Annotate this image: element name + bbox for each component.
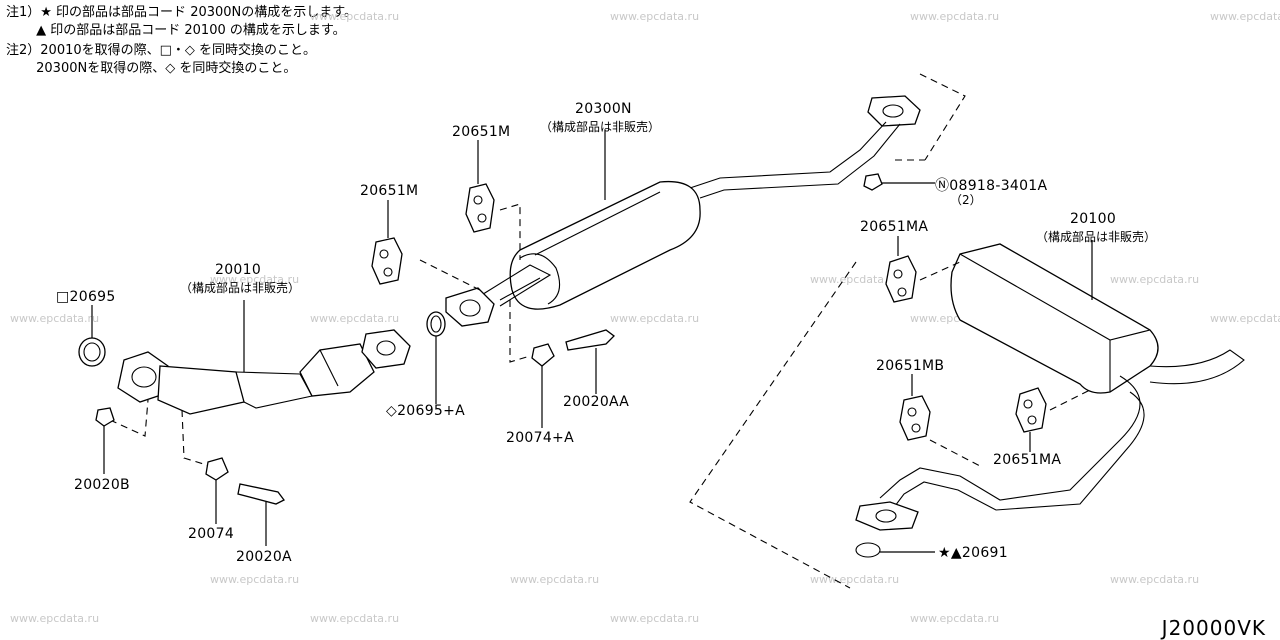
nut-08918	[863, 173, 935, 191]
note-1: 注1）★ 印の部品は部品コード 20300Nの構成を示します。	[6, 5, 357, 20]
stud-20020aa	[565, 329, 615, 394]
hanger-20651m-lower	[371, 237, 403, 285]
note-2: ▲ 印の部品は部品コード 20100 の構成を示します。	[6, 23, 346, 38]
watermark: www.epcdata.ru	[10, 312, 100, 325]
center-muffler	[509, 180, 701, 310]
nut-20020b	[95, 407, 115, 474]
hanger-20651mb	[899, 374, 931, 441]
watermark: www.epcdata.ru	[1210, 10, 1280, 23]
center-inlet-flange	[445, 287, 495, 327]
dash-line	[919, 261, 961, 281]
dash-boundary	[689, 261, 857, 589]
label-20691: ★▲20691	[938, 545, 1008, 561]
watermark: www.epcdata.ru	[310, 312, 400, 325]
watermark: www.epcdata.ru	[610, 612, 700, 625]
watermark: www.epcdata.ru	[910, 612, 1000, 625]
dash-line	[499, 203, 521, 260]
label-20010-sub: （構成部品は非販売）	[180, 281, 301, 295]
watermark: www.epcdata.ru	[810, 273, 900, 286]
watermark: www.epcdata.ru	[210, 573, 300, 586]
front-pipe-flange	[867, 95, 921, 127]
dash-line	[1049, 389, 1091, 411]
label-20020aa: 20020AA	[563, 394, 630, 410]
watermark: www.epcdata.ru	[310, 10, 400, 23]
dash-line	[509, 300, 531, 363]
label-20100: 20100	[1070, 211, 1117, 227]
watermark: www.epcdata.ru	[810, 573, 900, 586]
watermark: www.epcdata.ru	[910, 10, 1000, 23]
label-20695a: ◇20695+A	[386, 403, 466, 419]
rear-pipe-lower	[891, 391, 1145, 511]
dash-line	[109, 399, 149, 437]
center-pipe-upper	[689, 121, 887, 189]
watermark: www.epcdata.ru	[610, 312, 700, 325]
dash-line	[929, 439, 981, 467]
label-20100-sub: （構成部品は非販売）	[1036, 230, 1157, 244]
label-20300n-sub: （構成部品は非販売）	[540, 120, 661, 134]
label-08918: Ⓝ08918-3401A	[935, 178, 1048, 194]
gasket-20691	[855, 542, 935, 558]
watermark: www.epcdata.ru	[210, 273, 300, 286]
label-08918-qty: （2）	[950, 193, 982, 207]
center-inlet-pipe	[479, 264, 552, 307]
watermark: www.epcdata.ru	[10, 612, 100, 625]
label-20695: □20695	[56, 289, 116, 305]
rear-pipe-flange	[855, 501, 919, 531]
label-20074: 20074	[188, 526, 235, 542]
stud-20074	[205, 457, 229, 524]
watermark: www.epcdata.ru	[310, 612, 400, 625]
gasket-20695a	[426, 311, 446, 404]
dash-line	[181, 409, 211, 467]
label-20020a: 20020A	[236, 549, 292, 565]
label-20651ma-lower: 20651MA	[993, 452, 1062, 468]
watermark: www.epcdata.ru	[1110, 573, 1200, 586]
note-3: 注2）20010を取得の際、□・◇ を同時交換のこと。	[6, 43, 317, 58]
dash-line	[919, 73, 966, 161]
watermark: www.epcdata.ru	[1210, 312, 1280, 325]
hanger-20651ma-upper	[885, 236, 917, 303]
catalytic-converter	[117, 300, 411, 415]
stud-20074a	[531, 343, 555, 428]
label-20010: 20010	[215, 262, 262, 278]
watermark: www.epcdata.ru	[610, 10, 700, 23]
center-pipe-lower	[699, 123, 901, 199]
note-4: 20300Nを取得の際、◇ を同時交換のこと。	[6, 61, 297, 76]
label-20651mb: 20651MB	[876, 358, 945, 374]
label-20300n: 20300N	[575, 101, 632, 117]
rear-muffler	[950, 240, 1159, 394]
label-20651m-upper: 20651M	[452, 124, 511, 140]
gasket-20695	[78, 305, 106, 367]
watermark: www.epcdata.ru	[1110, 273, 1200, 286]
diagram-code: J20000VK	[1161, 616, 1266, 640]
dash-line	[419, 259, 481, 291]
label-20651ma-upper: 20651MA	[860, 219, 929, 235]
rear-pipe-upper	[879, 375, 1141, 501]
label-20074a: 20074+A	[506, 430, 574, 446]
hanger-20651ma-lower	[1015, 387, 1047, 452]
watermark: www.epcdata.ru	[510, 573, 600, 586]
stud-20020a	[237, 483, 285, 546]
label-20020b: 20020B	[74, 477, 130, 493]
center-inlet-pipe	[499, 277, 541, 301]
hanger-20651m-upper	[465, 183, 495, 233]
tail-pipe	[1149, 349, 1245, 385]
label-20651m-lower: 20651M	[360, 183, 419, 199]
